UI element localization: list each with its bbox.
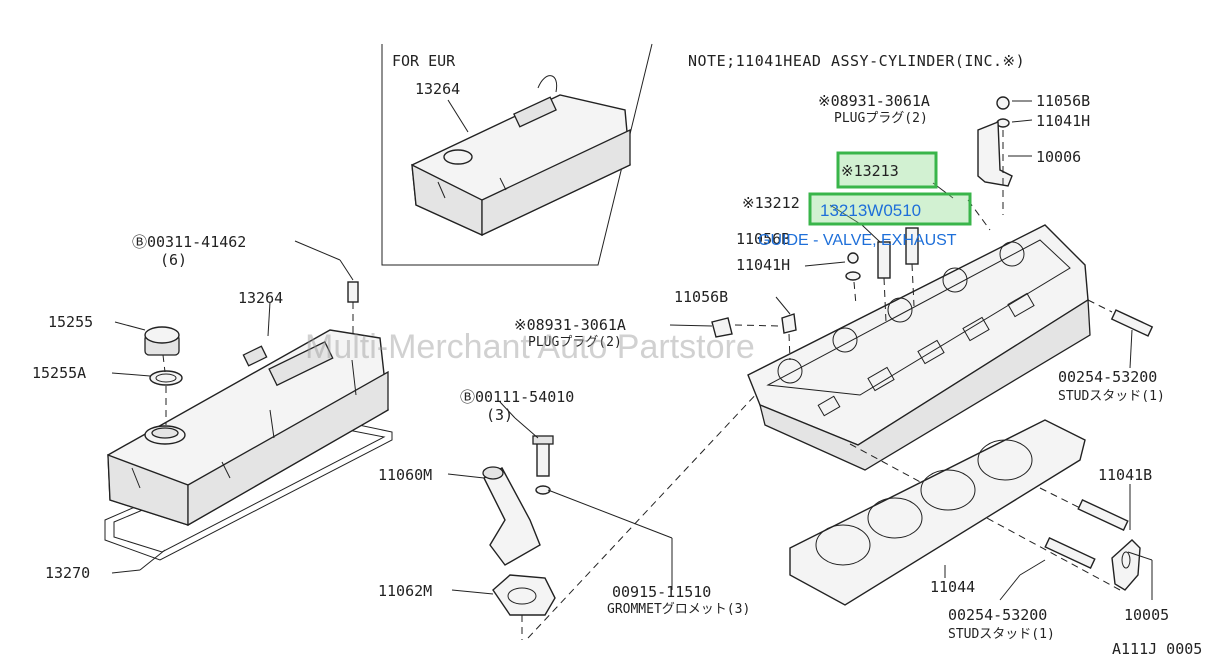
- oil-cap-15255-drawing: [144, 326, 180, 356]
- label-13264: 13264: [238, 289, 283, 307]
- left-rocker-cover-assembly: Ⓑ00311-41462 (6) 13264 15255 15255A 1327…: [32, 233, 393, 582]
- gasket-11062m-drawing: [492, 574, 556, 616]
- label-grommet: GROMMETグロメット(3): [607, 602, 750, 617]
- label-stud-right-name: STUDスタッド(1): [1058, 389, 1165, 404]
- highlighted-part-13213[interactable]: ※13213 13213W0510 GUIDE - VALVE, EXHAUST: [758, 151, 972, 249]
- watermark: Multi-Merchant Auto Partstore: [305, 328, 755, 366]
- label-plug-top-name: PLUGプラグ(2): [834, 111, 928, 126]
- label-plug-left-name: PLUGプラグ(2): [528, 335, 622, 350]
- label-11041h-top: 11041H: [1036, 112, 1090, 130]
- diagram-code: A111J 0005: [1112, 640, 1202, 658]
- eur-title: FOR EUR: [392, 52, 456, 70]
- tooltip-part-number[interactable]: 13213W0510: [820, 201, 921, 220]
- label-00311-41462: Ⓑ00311-41462: [132, 233, 246, 251]
- bracket-10006-drawing: [977, 120, 1013, 187]
- label-13213[interactable]: ※13213: [841, 162, 899, 180]
- bolt-00311-drawing: [347, 281, 359, 303]
- oring-15255a-drawing: [149, 370, 183, 386]
- hotspot-13213[interactable]: [836, 151, 938, 189]
- label-11062m: 11062M: [378, 582, 432, 600]
- tooltip-box[interactable]: [808, 192, 972, 226]
- head-gasket-11044-drawing: [789, 419, 1086, 606]
- note-text: NOTE;11041HEAD ASSY-CYLINDER(INC.※): [688, 52, 1025, 70]
- label-15255a: 15255A: [32, 364, 86, 382]
- label-10005: 10005: [1124, 606, 1169, 624]
- label-11060m: 11060M: [378, 466, 432, 484]
- label-11044: 11044: [930, 578, 975, 596]
- label-00111-qty: (3): [486, 406, 513, 424]
- label-00111-54010: Ⓑ00111-54010: [460, 388, 574, 406]
- label-00311-qty: (6): [160, 251, 187, 269]
- label-stud-right: 00254-53200: [1058, 368, 1157, 386]
- eur-part-label: 13264: [415, 80, 460, 98]
- label-13212: ※13212: [742, 194, 800, 212]
- label-11041b: 11041B: [1098, 466, 1152, 484]
- label-00915-11510: 00915-11510: [612, 583, 711, 601]
- label-10006: 10006: [1036, 148, 1081, 166]
- label-plug-left: ※08931-3061A: [514, 316, 626, 334]
- tooltip-description: GUIDE - VALVE, EXHAUST: [758, 232, 957, 249]
- label-15255: 15255: [48, 313, 93, 331]
- label-11056b-mid: 11056B: [736, 230, 790, 248]
- cylinder-head-assembly: NOTE;11041HEAD ASSY-CYLINDER(INC.※) ※089…: [514, 52, 1202, 658]
- grommet-drawing: [535, 485, 551, 495]
- stud-right-drawing: [1110, 309, 1154, 337]
- label-stud-bottom-name: STUDスタッド(1): [948, 627, 1055, 642]
- eur-rocker-cover-drawing: [411, 75, 631, 237]
- water-outlet-11060m-drawing: [483, 467, 541, 566]
- plate-10005-drawing: [1111, 539, 1141, 591]
- label-plug-top: ※08931-3061A: [818, 92, 930, 110]
- label-11041h-mid: 11041H: [736, 256, 790, 274]
- eur-inset: FOR EUR 13264: [381, 43, 653, 266]
- label-stud-bottom: 00254-53200: [948, 606, 1047, 624]
- label-13270: 13270: [45, 564, 90, 582]
- label-11056b-top: 11056B: [1036, 92, 1090, 110]
- water-outlet-assembly: Ⓑ00111-54010 (3) 11060M 11062M 00915-115…: [378, 388, 761, 640]
- label-11056b-left: 11056B: [674, 288, 728, 306]
